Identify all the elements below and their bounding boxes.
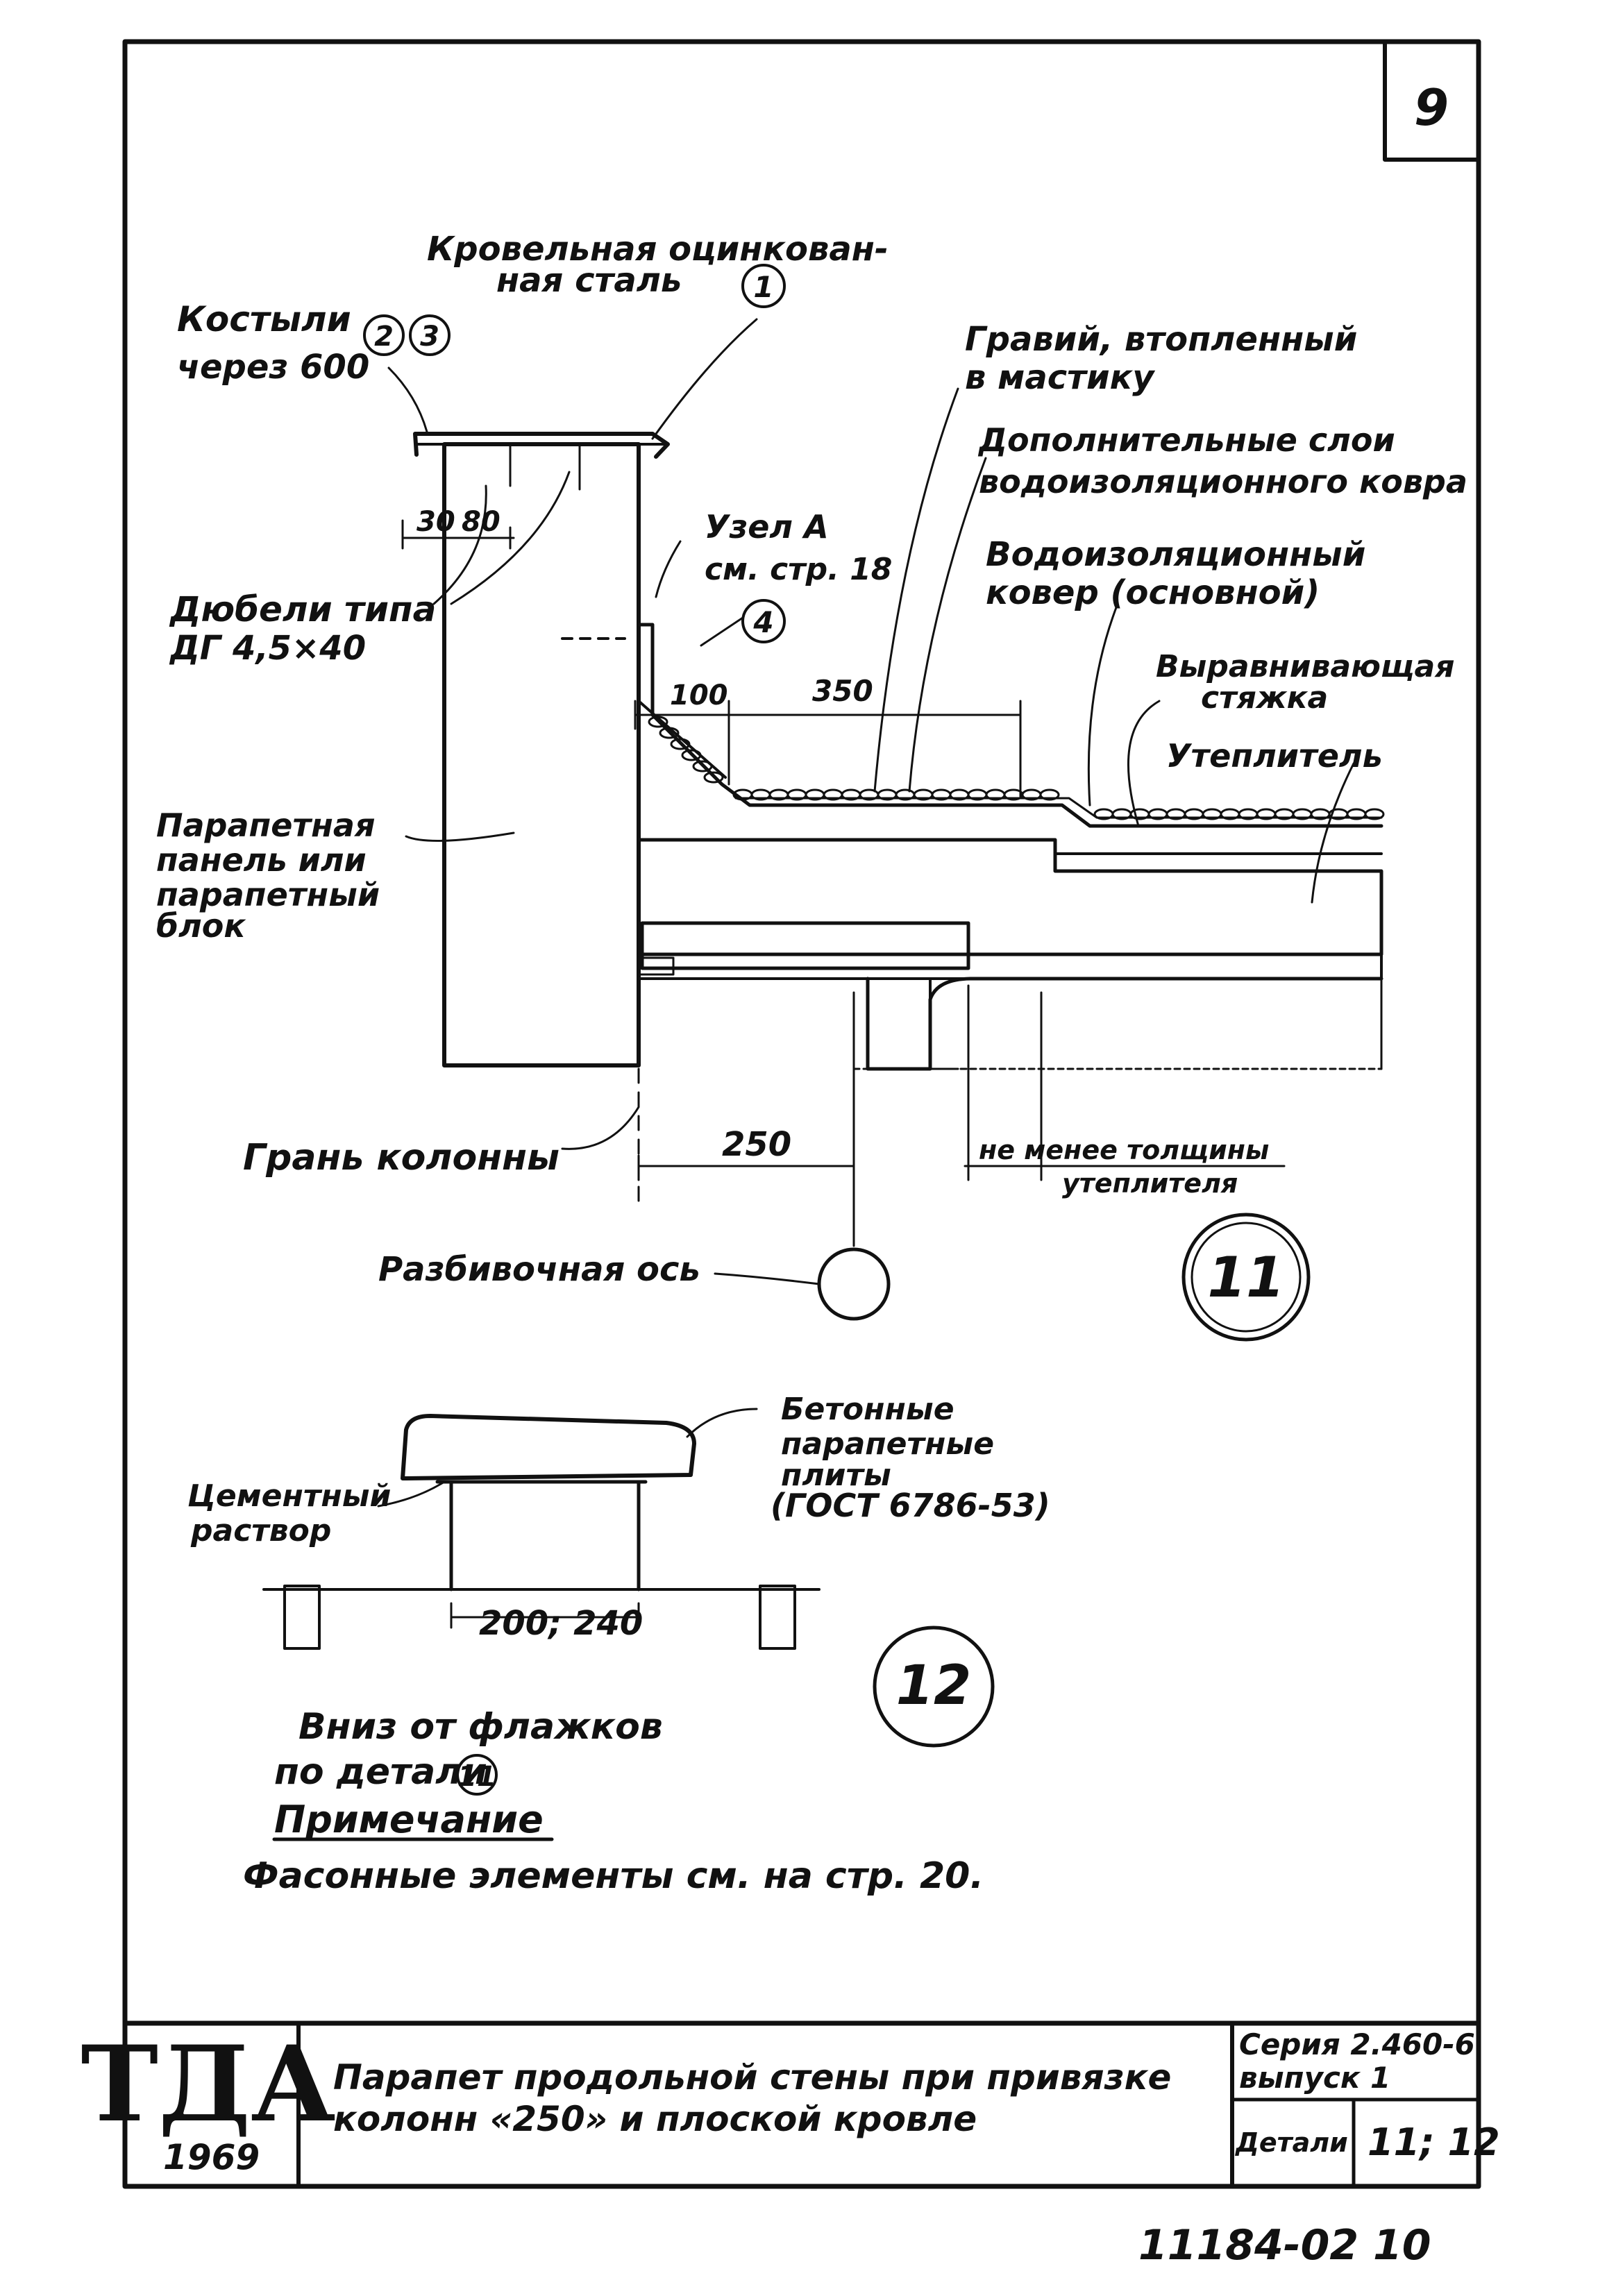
label-min-thickness-2: утеплителя — [1062, 1168, 1238, 1199]
label-brackets-2: через 600 — [177, 348, 369, 387]
series-line-1: Серия 2.460-6 — [1239, 2027, 1475, 2061]
parapet-slab — [401, 1414, 696, 1480]
label-mortar-2: раствор — [190, 1513, 331, 1548]
label-insulation: Утеплитель — [1166, 737, 1383, 775]
label-node-2: см. стр. 18 — [705, 552, 892, 587]
gravel-pebble — [703, 771, 724, 784]
label-steel-2: ная сталь — [496, 261, 682, 300]
dim-100: 100 — [670, 679, 728, 711]
gravel-layer — [648, 716, 1385, 820]
ref-2: 2 — [374, 321, 394, 353]
label-steel-1: Кровельная оцинкован- — [427, 230, 889, 269]
waterproofing-carpet — [637, 623, 1383, 828]
label-panel-1: Парапетная — [156, 807, 376, 844]
detail-12-marker — [873, 1626, 995, 1748]
label-panel-2: панель или — [156, 841, 367, 879]
column-section — [866, 977, 932, 1070]
gravel-pebble — [670, 738, 691, 750]
steel-cap — [413, 432, 670, 459]
label-slabs-4: (ГОСТ 6786-53) — [771, 1487, 1050, 1524]
dim-200-240: 200; 240 — [479, 1604, 643, 1643]
label-slabs-3: плиты — [781, 1458, 891, 1493]
label-dowel-2: ДГ 4,5×40 — [169, 629, 366, 668]
gravel-pebble — [648, 716, 668, 728]
title-block — [122, 2020, 1481, 2188]
label-down-1: Вниз от флажков — [298, 1706, 663, 1748]
sheet-frame — [122, 39, 1481, 2189]
axis-bubble — [817, 1247, 891, 1321]
label-gravel-1: Гравий, втопленный — [965, 320, 1357, 359]
details-label: Детали — [1235, 2127, 1348, 2158]
detail-12-number: 12 — [896, 1655, 972, 1717]
label-mortar-1: Цементный — [187, 1478, 391, 1514]
label-panel-4: блок — [156, 907, 246, 945]
title-line-1: Парапет продольной стены при привязке — [333, 2057, 1171, 2097]
label-screed-2: стяжка — [1201, 680, 1328, 716]
detail-11-drawing: 30 80 100 350 250 — [363, 264, 1385, 1342]
label-brackets-1: Костыли — [177, 299, 351, 339]
label-panel-3: парапетный — [156, 876, 380, 913]
ref-1: 1 — [753, 270, 773, 304]
series-line-2: выпуск 1 — [1239, 2061, 1390, 2095]
label-down-2: по детали — [274, 1751, 487, 1793]
label-main-carpet-2: ковер (основной) — [986, 573, 1320, 612]
gravel-pebble — [692, 760, 713, 773]
dim-350: 350 — [812, 674, 873, 708]
label-slabs-1: Бетонные — [781, 1392, 954, 1427]
gravel-pebble — [1039, 788, 1060, 801]
label-column-face: Грань колонны — [243, 1137, 559, 1179]
ref-4: 4 — [752, 605, 773, 639]
note-heading: Примечание — [274, 1798, 544, 1841]
label-slabs-2: парапетные — [781, 1426, 994, 1462]
logo-tda: ТДА — [81, 2023, 335, 2145]
detail-12-drawing — [262, 1408, 995, 1796]
label-main-carpet-1: Водоизоляционный — [986, 535, 1365, 574]
detail-11-number: 11 — [1207, 1245, 1284, 1310]
label-extra-layers-1: Дополнительные слои — [977, 421, 1395, 459]
dim-30: 30 — [417, 506, 455, 538]
label-screed-1: Выравнивающая — [1156, 649, 1454, 684]
label-axis: Разбивочная ось — [378, 1250, 700, 1289]
label-dowel-1: Дюбели типа — [169, 589, 436, 630]
stamp-number: 11184-02 10 — [1138, 2221, 1431, 2270]
gravel-pebble — [659, 727, 680, 739]
gravel-pebble — [1364, 808, 1385, 820]
ref-11: 11 — [457, 1761, 496, 1793]
insulation-layer — [637, 838, 1383, 956]
label-node-1: Узел А — [705, 508, 829, 546]
page-number-box: 9 — [1383, 40, 1481, 162]
title-year: 1969 — [163, 2137, 260, 2177]
drawing-texts: Кровельная оцинкован- ная сталь 1 Костыл… — [81, 230, 1499, 2270]
label-gravel-2: в мастику — [965, 358, 1155, 397]
ref-3: 3 — [420, 321, 439, 353]
details-value: 11; 12 — [1368, 2120, 1500, 2164]
gravel-pebble — [681, 749, 702, 761]
label-extra-layers-2: водоизоляционного ковра — [979, 463, 1467, 500]
detail-11-marker — [1181, 1213, 1311, 1342]
dim-250: 250 — [722, 1125, 791, 1164]
title-line-2: колонн «250» и плоской кровле — [333, 2099, 977, 2139]
roof-slab — [640, 921, 970, 970]
note-text: Фасонные элементы см. на стр. 20. — [243, 1855, 984, 1897]
page-number: 9 — [1414, 78, 1449, 137]
label-min-thickness-1: не менее толщины — [979, 1135, 1269, 1165]
